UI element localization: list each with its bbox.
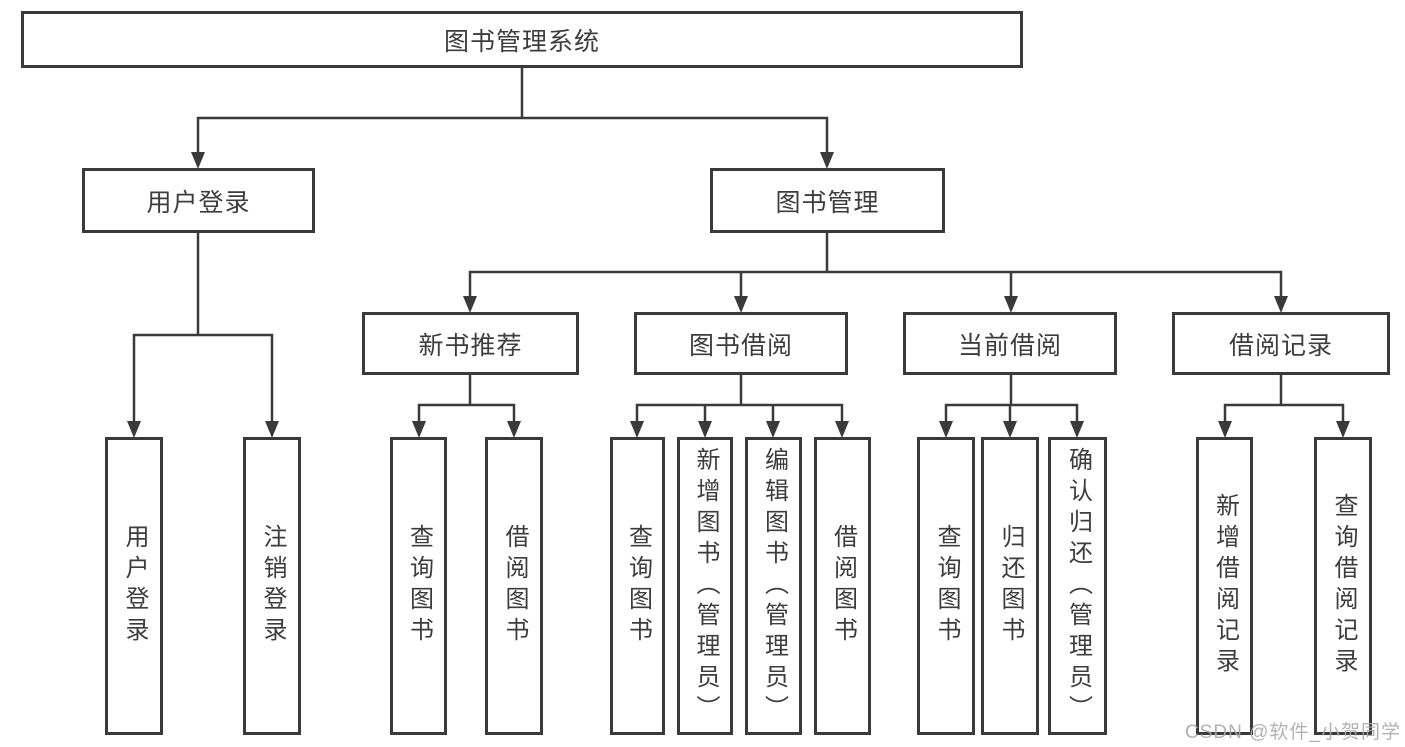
arrow-down-icon: [412, 421, 426, 438]
leaf-edit-books-admin-label: 编辑图书（管理员）: [760, 446, 788, 726]
arrow-down-icon: [1218, 421, 1232, 438]
arrow-down-icon: [265, 421, 279, 438]
node-current-borrowing-label: 当前借阅: [957, 331, 1062, 360]
leaf-add-books-admin: 新增图书（管理员）: [677, 437, 733, 735]
leaf-user-login: 用户登录: [105, 437, 163, 735]
leaf-query-books-1-label: 查询图书: [405, 524, 433, 648]
node-book-management: 图书管理: [710, 168, 945, 233]
node-current-borrowing: 当前借阅: [903, 312, 1117, 375]
leaf-logout: 注销登录: [243, 437, 301, 735]
arrow-down-icon: [127, 421, 141, 438]
leaf-query-books-3: 查询图书: [917, 437, 975, 735]
node-root: 图书管理系统: [21, 11, 1023, 68]
arrow-down-icon: [507, 421, 521, 438]
node-user-login: 用户登录: [82, 168, 315, 233]
leaf-logout-label: 注销登录: [259, 524, 286, 648]
leaf-query-borrow-record-label: 查询借阅记录: [1330, 493, 1357, 679]
leaf-query-books-2-label: 查询图书: [624, 524, 652, 648]
arrow-down-icon: [820, 152, 834, 169]
leaf-edit-books-admin: 编辑图书（管理员）: [745, 437, 802, 735]
leaf-add-borrow-record-label: 新增借阅记录: [1211, 493, 1239, 679]
leaf-query-books-3-label: 查询图书: [933, 524, 960, 648]
node-book-borrowing-label: 图书借阅: [688, 331, 793, 360]
connector-newbooks-to-leaves: [412, 375, 521, 438]
arrow-down-icon: [734, 296, 748, 313]
connector-bookmgmt-to-level3: [463, 233, 1288, 313]
leaf-query-books-2: 查询图书: [610, 437, 665, 735]
node-book-borrowing: 图书借阅: [634, 312, 848, 375]
node-root-label: 图书管理系统: [443, 27, 600, 56]
connector-current-to-leaves: [939, 375, 1084, 438]
arrow-down-icon: [1003, 421, 1017, 438]
node-new-book-recommend-label: 新书推荐: [418, 331, 523, 360]
node-borrow-records-label: 借阅记录: [1228, 331, 1333, 360]
arrow-down-icon: [698, 421, 712, 438]
arrow-down-icon: [1004, 296, 1018, 313]
leaf-confirm-return-admin-label: 确认归还（管理员）: [1064, 446, 1092, 726]
arrow-down-icon: [1336, 421, 1350, 438]
arrow-down-icon: [1274, 296, 1288, 313]
leaf-return-books-label: 归还图书: [997, 524, 1024, 648]
arrow-down-icon: [1070, 421, 1084, 438]
leaf-add-borrow-record: 新增借阅记录: [1196, 437, 1253, 735]
leaf-borrow-books-1: 借阅图书: [485, 437, 543, 735]
connector-records-to-leaves: [1218, 375, 1350, 438]
node-user-login-label: 用户登录: [146, 188, 251, 217]
leaf-borrow-books-1-label: 借阅图书: [501, 524, 528, 648]
arrow-down-icon: [630, 421, 644, 438]
connector-root-to-level2: [191, 68, 834, 169]
csdn-watermark: CSDN @软件_小贺同学: [1185, 722, 1401, 743]
node-new-book-recommend: 新书推荐: [362, 312, 579, 375]
leaf-user-login-label: 用户登录: [121, 524, 148, 648]
arrow-down-icon: [939, 421, 953, 438]
arrow-down-icon: [463, 296, 477, 313]
leaf-query-books-1: 查询图书: [390, 437, 447, 735]
leaf-return-books: 归还图书: [981, 437, 1039, 735]
arrow-down-icon: [766, 421, 780, 438]
node-book-management-label: 图书管理: [775, 188, 880, 217]
connector-userlogin-to-leaves: [127, 233, 279, 438]
arrow-down-icon: [835, 421, 849, 438]
node-borrow-records: 借阅记录: [1172, 312, 1390, 375]
arrow-down-icon: [191, 152, 205, 169]
leaf-borrow-books-2: 借阅图书: [814, 437, 871, 735]
leaf-add-books-admin-label: 新增图书（管理员）: [692, 446, 719, 726]
leaf-query-borrow-record: 查询借阅记录: [1314, 437, 1372, 735]
leaf-confirm-return-admin: 确认归还（管理员）: [1048, 437, 1107, 735]
connector-borrowing-to-leaves: [630, 375, 849, 438]
leaf-borrow-books-2-label: 借阅图书: [829, 524, 857, 648]
